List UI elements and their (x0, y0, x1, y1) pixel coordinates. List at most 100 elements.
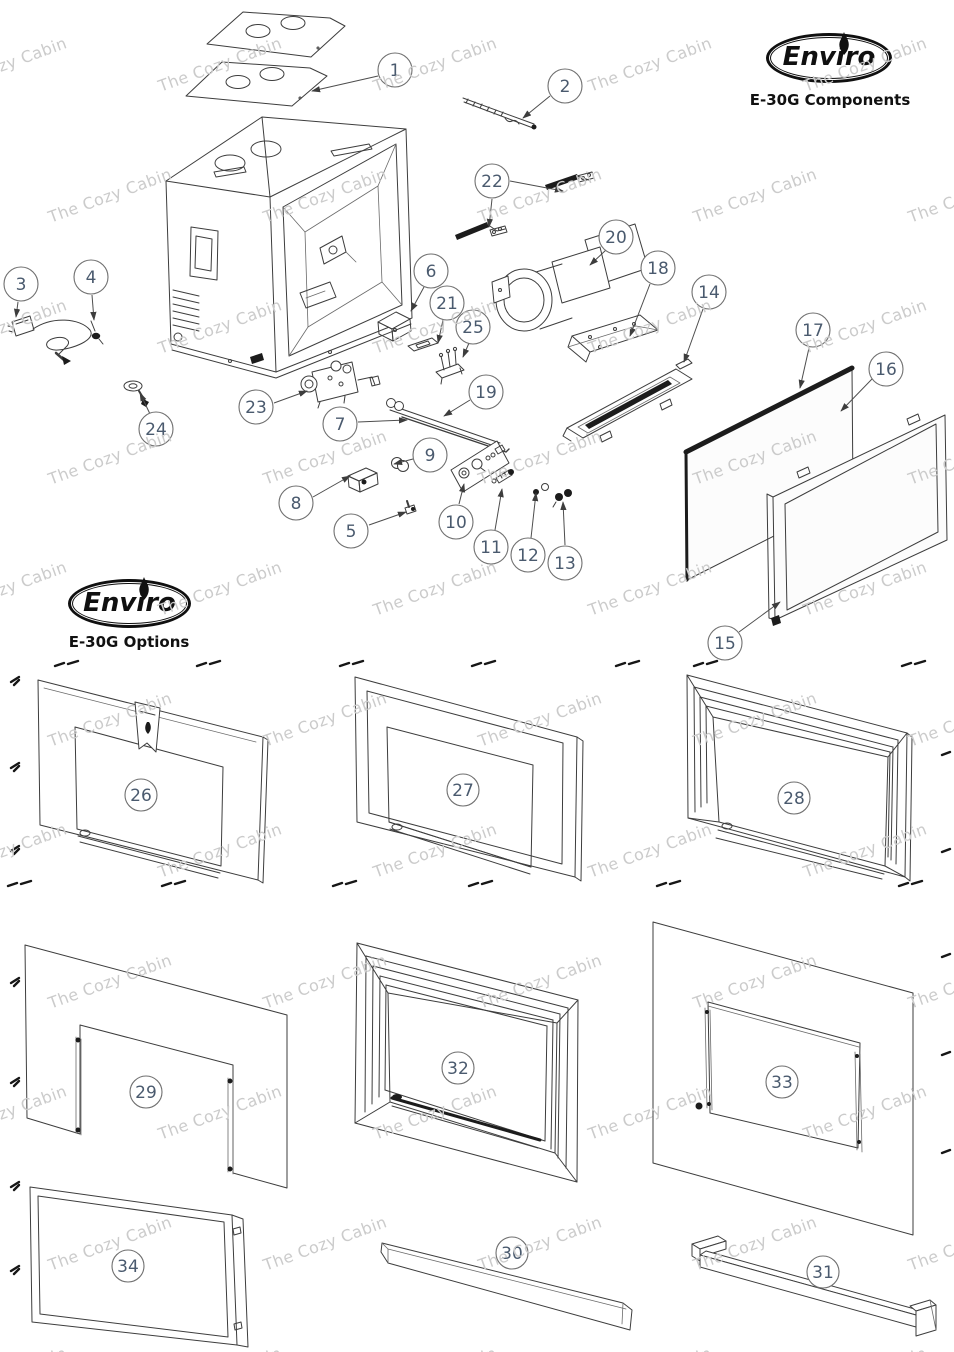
svg-text:34: 34 (117, 1257, 139, 1277)
callout-31: 31 (806, 1255, 840, 1289)
part-bushing (391, 457, 409, 472)
logo-oval-inner-icon (770, 37, 888, 79)
svg-text:9: 9 (425, 446, 436, 466)
callout-33: 33 (765, 1065, 799, 1099)
enviro-logo-components: Enviro (766, 32, 892, 83)
callout-34: 34 (111, 1249, 145, 1283)
callout-11: 11 (473, 529, 509, 565)
callout-8: 8 (278, 485, 314, 521)
callout-23: 23 (238, 389, 274, 425)
callout-28: 28 (777, 781, 811, 815)
part-clip (404, 500, 417, 515)
svg-text:23: 23 (245, 398, 267, 418)
enviro-logo-options: Enviro (68, 577, 191, 628)
flame-icon (839, 32, 849, 55)
callout-22: 22 (474, 163, 510, 199)
logo-wordmark: Enviro (83, 588, 176, 618)
callout-30: 30 (495, 1236, 529, 1270)
svg-text:18: 18 (647, 259, 669, 279)
svg-text:31: 31 (812, 1263, 834, 1283)
options-diagram: 26 27 28 29 32 33 34 30 31 (6, 659, 952, 1348)
svg-text:10: 10 (445, 513, 467, 533)
logo-wordmark: Enviro (782, 42, 876, 72)
svg-text:13: 13 (554, 554, 576, 574)
logo-oval-icon (68, 579, 191, 628)
callout-17: 17 (795, 312, 831, 348)
svg-text:6: 6 (426, 262, 437, 282)
svg-text:1: 1 (390, 61, 401, 81)
svg-text:11: 11 (480, 538, 502, 558)
callout-19: 19 (468, 374, 504, 410)
svg-text:25: 25 (462, 318, 484, 338)
edge-artifact-marks (6, 659, 952, 1276)
callout-26: 26 (124, 778, 158, 812)
svg-text:16: 16 (875, 360, 897, 380)
callout-9: 9 (412, 437, 448, 473)
part-pilot-assembly (435, 346, 465, 385)
callout-20: 20 (598, 219, 634, 255)
callout-5: 5 (333, 513, 369, 549)
callout-1: 1 (377, 52, 413, 88)
svg-text:2: 2 (560, 77, 571, 97)
part-grommets-pair (552, 489, 572, 508)
svg-text:19: 19 (475, 383, 497, 403)
part-glass-panel (683, 365, 855, 582)
svg-text:17: 17 (802, 321, 824, 341)
callout-21: 21 (429, 285, 465, 321)
part-angle-brackets (455, 171, 595, 240)
callout-6: 6 (413, 253, 449, 289)
callout-12: 12 (510, 537, 546, 573)
firebox-body (165, 116, 413, 379)
callout-2: 2 (547, 68, 583, 104)
part-deflector (567, 314, 659, 363)
callout-24: 24 (138, 411, 174, 447)
callout-10: 10 (438, 504, 474, 540)
svg-text:3: 3 (16, 275, 27, 295)
part-fitting-small (533, 483, 549, 495)
callout-13: 13 (547, 545, 583, 581)
part-gas-valve (300, 360, 381, 409)
callout-27: 27 (446, 773, 480, 807)
callout-4: 4 (73, 259, 109, 295)
part-door-frame (766, 413, 948, 626)
option-surround-ornament (37, 679, 269, 884)
svg-text:8: 8 (291, 494, 302, 514)
callout-16: 16 (868, 351, 904, 387)
logo-oval-inner-icon (72, 583, 187, 624)
callout-25: 25 (455, 309, 491, 345)
svg-text:29: 29 (135, 1083, 157, 1103)
flame-icon (139, 577, 149, 600)
svg-text:7: 7 (335, 415, 346, 435)
option-backing-panel-brackets (24, 944, 288, 1189)
part-sensor (90, 320, 104, 345)
callout-15: 15 (707, 625, 743, 661)
svg-text:22: 22 (481, 172, 503, 192)
callout-32: 32 (441, 1051, 475, 1085)
svg-text:4: 4 (86, 268, 97, 288)
callout-7: 7 (322, 406, 358, 442)
svg-text:5: 5 (346, 522, 357, 542)
components-diagram: 1 2 22 20 18 14 6 21 25 3 4 24 23 7 19 9… (3, 11, 948, 661)
svg-text:33: 33 (771, 1073, 793, 1093)
callout-3: 3 (3, 266, 39, 302)
option-trim-bar-flat (380, 1242, 633, 1331)
components-section-title: E-30G Components (749, 91, 911, 109)
svg-text:30: 30 (501, 1244, 523, 1264)
callout-18: 18 (640, 250, 676, 286)
leader-lines (13, 75, 873, 633)
option-trim-bar-ends (691, 1235, 937, 1337)
part-junction-box (347, 467, 379, 493)
part-bracket-box (377, 311, 412, 342)
part-control-panel (450, 440, 510, 493)
options-section-title: E-30G Options (68, 633, 190, 651)
option-surround-moulding (686, 674, 913, 882)
svg-text:21: 21 (436, 294, 458, 314)
callout-14: 14 (691, 274, 727, 310)
svg-text:15: 15 (714, 634, 736, 654)
svg-text:28: 28 (783, 789, 805, 809)
svg-text:14: 14 (698, 283, 720, 303)
logo-oval-icon (766, 33, 892, 83)
callout-29: 29 (129, 1075, 163, 1109)
svg-text:12: 12 (517, 546, 539, 566)
